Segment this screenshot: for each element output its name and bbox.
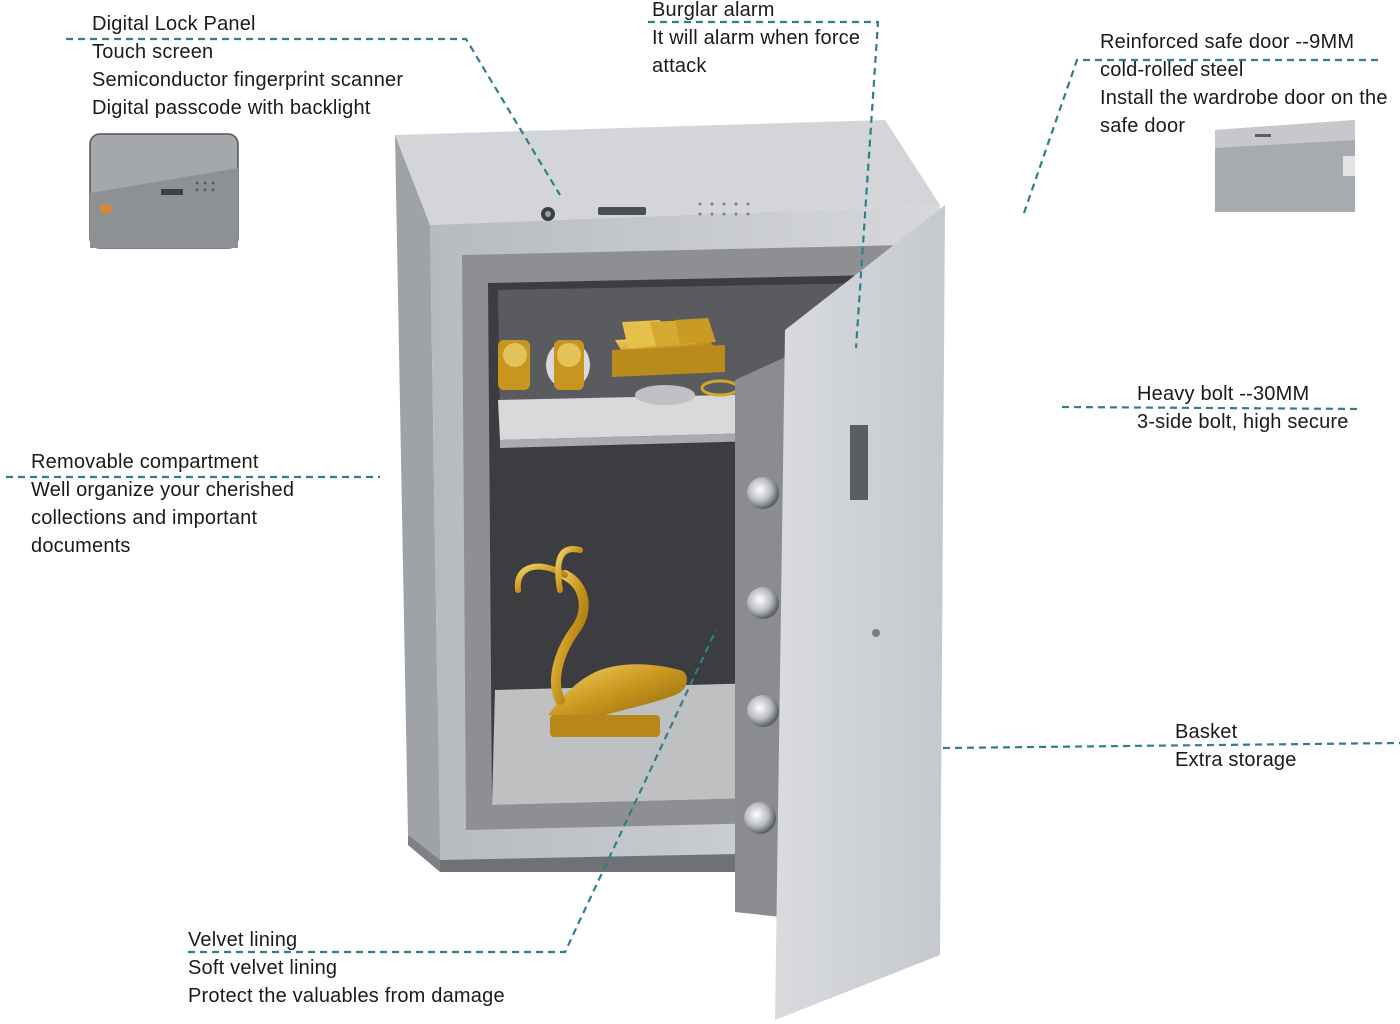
callout-line: Well organize your cherished	[31, 479, 295, 501]
callout-lock-panel: Digital Lock Panel Touch screen Semicond…	[92, 10, 403, 122]
callout-title: Velvet lining	[188, 929, 298, 951]
callout-line: cold-rolled steel	[1100, 59, 1244, 81]
door-bolts	[744, 477, 779, 834]
burglar-alarm-leader	[648, 20, 880, 349]
callout-burglar-alarm: Burglar alarm It will alarm when force a…	[652, 0, 860, 80]
callout-title: Removable compartment	[31, 451, 259, 473]
callout-safe-door: Reinforced safe door --9MM cold-rolled s…	[1100, 28, 1388, 140]
door-badge	[850, 425, 868, 500]
lock-panel-thumbnail	[89, 133, 239, 249]
callout-title: Heavy bolt --30MM	[1137, 383, 1310, 405]
callout-title: Basket	[1175, 721, 1238, 743]
watches	[498, 340, 590, 390]
callout-compartment: Removable compartment Well organize your…	[31, 448, 294, 560]
safe-door	[775, 205, 945, 1020]
safe-door-leader	[1022, 58, 1378, 214]
callout-title: Digital Lock Panel	[92, 13, 256, 35]
callout-line: collections and important	[31, 507, 258, 529]
callout-line: Install the wardrobe door on the	[1100, 87, 1388, 109]
callout-heavy-bolt: Heavy bolt --30MM 3-side bolt, high secu…	[1137, 380, 1349, 436]
callout-line: documents	[31, 535, 131, 557]
callout-line: It will alarm when force	[652, 27, 861, 49]
gold-sculpture	[514, 546, 687, 737]
callout-line: Protect the valuables from damage	[188, 985, 505, 1007]
callout-basket: Basket Extra storage	[1175, 718, 1297, 774]
velvet-leader	[188, 629, 717, 954]
callout-line: Semiconductor fingerprint scanner	[92, 69, 404, 91]
safe-left-side	[395, 135, 440, 860]
callout-line: Extra storage	[1175, 749, 1297, 771]
lock-panel-leader	[66, 37, 561, 196]
callout-line: safe door	[1100, 115, 1186, 137]
callout-line: 3-side bolt, high secure	[1137, 411, 1349, 433]
callout-line: Touch screen	[92, 41, 214, 63]
callout-velvet: Velvet lining Soft velvet lining Protect…	[188, 926, 505, 1010]
basket-leader	[942, 741, 1400, 750]
callout-line: Soft velvet lining	[188, 957, 338, 979]
callout-line: attack	[652, 55, 707, 77]
gold-bars	[612, 318, 725, 377]
lock-panel	[541, 202, 750, 221]
callout-line: Digital passcode with backlight	[92, 97, 371, 119]
safe-top	[395, 120, 940, 225]
callout-title: Reinforced safe door --9MM	[1100, 31, 1355, 53]
heavy-bolt-leader	[1061, 405, 1363, 411]
wardrobe-door-thumbnail	[1215, 120, 1355, 212]
callout-title: Burglar alarm	[652, 0, 775, 21]
